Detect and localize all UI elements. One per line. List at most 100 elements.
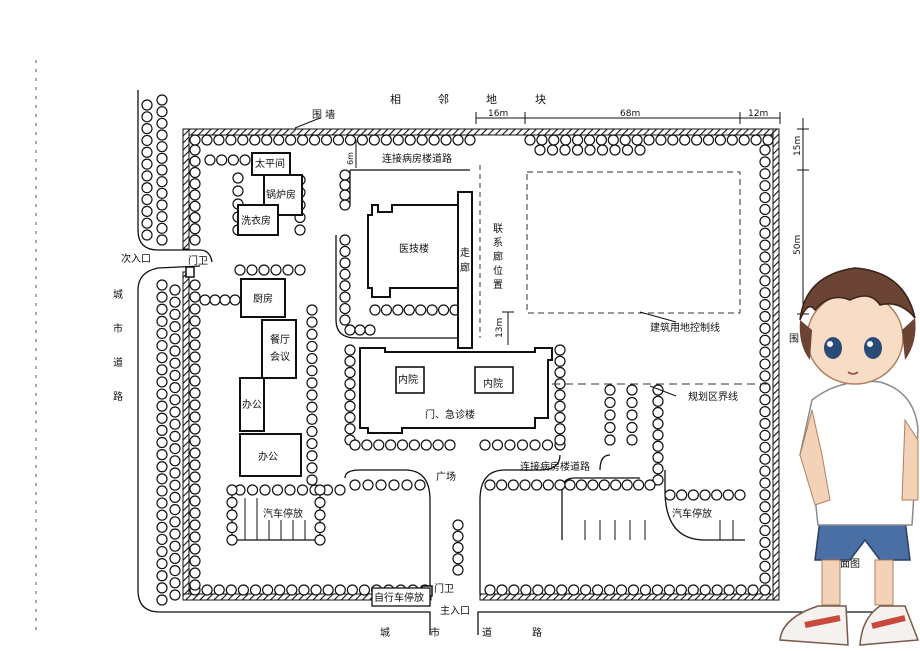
label-laundry: 洗衣房 bbox=[241, 214, 271, 227]
label-guard-main: 门卫 bbox=[434, 582, 454, 595]
tree bbox=[702, 134, 715, 146]
tree bbox=[156, 376, 168, 388]
tree bbox=[354, 324, 366, 336]
tree bbox=[380, 134, 392, 146]
tree bbox=[626, 421, 638, 434]
tree bbox=[554, 479, 566, 491]
tree bbox=[554, 389, 566, 401]
tree bbox=[548, 134, 560, 146]
tree bbox=[362, 479, 374, 491]
tree bbox=[169, 345, 181, 357]
courtyard-right bbox=[474, 366, 514, 394]
tree bbox=[652, 406, 664, 419]
tree bbox=[156, 164, 168, 176]
tree bbox=[314, 521, 326, 534]
tree bbox=[249, 134, 261, 146]
tree bbox=[141, 111, 153, 123]
tree bbox=[687, 489, 699, 501]
svg-text:道: 道 bbox=[482, 626, 492, 639]
boundary-wall-label: 围 墙 bbox=[312, 108, 335, 121]
tree bbox=[759, 501, 771, 513]
label-boiler: 锅炉房 bbox=[266, 188, 296, 201]
tree bbox=[639, 584, 652, 596]
tree bbox=[219, 294, 231, 306]
tree bbox=[169, 528, 181, 540]
tree bbox=[484, 584, 496, 596]
tree bbox=[156, 106, 168, 118]
tree bbox=[759, 489, 771, 501]
tree bbox=[262, 584, 274, 596]
tree bbox=[306, 413, 318, 425]
tree bbox=[396, 439, 409, 451]
tree bbox=[169, 455, 181, 467]
tree bbox=[339, 245, 351, 258]
tree bbox=[189, 351, 201, 363]
label-plaza: 广场 bbox=[436, 470, 456, 483]
tree bbox=[652, 440, 664, 452]
tree bbox=[626, 409, 638, 421]
tree bbox=[759, 513, 771, 525]
tree bbox=[169, 382, 181, 394]
tree bbox=[169, 296, 181, 308]
tree bbox=[141, 158, 153, 170]
tree bbox=[358, 584, 371, 596]
tree bbox=[392, 134, 404, 146]
tree bbox=[156, 497, 168, 509]
tree bbox=[632, 479, 645, 491]
tree bbox=[332, 134, 345, 146]
building-kitchen bbox=[240, 278, 286, 318]
neighbor-char-2: 邻 bbox=[438, 93, 449, 106]
tree bbox=[156, 211, 168, 223]
tree bbox=[634, 144, 646, 156]
tree bbox=[237, 584, 250, 596]
tree bbox=[690, 134, 703, 146]
tree bbox=[297, 134, 309, 146]
tree bbox=[496, 479, 508, 491]
tree bbox=[388, 479, 400, 491]
tree bbox=[440, 134, 452, 146]
tree bbox=[437, 304, 450, 316]
tree bbox=[759, 548, 771, 560]
label-partial-mian: 面图 bbox=[840, 558, 860, 570]
cartoon-boy-illustration bbox=[779, 267, 920, 646]
tree bbox=[209, 294, 221, 306]
tree bbox=[759, 180, 771, 192]
tree bbox=[339, 199, 351, 211]
tree bbox=[344, 134, 357, 146]
tree bbox=[156, 352, 168, 364]
tree bbox=[156, 152, 168, 164]
tree bbox=[189, 279, 201, 291]
tree bbox=[364, 324, 376, 336]
tree bbox=[141, 134, 153, 147]
tree bbox=[156, 315, 168, 327]
tree bbox=[643, 134, 655, 146]
tree bbox=[759, 310, 771, 323]
tree bbox=[306, 340, 318, 353]
tree bbox=[169, 540, 181, 552]
tree bbox=[169, 516, 181, 528]
label-outpatient: 门、急诊楼 bbox=[425, 408, 475, 421]
tree bbox=[156, 545, 168, 558]
tree bbox=[554, 344, 566, 356]
tree bbox=[306, 316, 318, 328]
tree bbox=[652, 395, 664, 407]
tree bbox=[520, 584, 532, 596]
tree bbox=[189, 134, 201, 146]
tree bbox=[286, 584, 298, 596]
tree bbox=[334, 484, 346, 496]
tree bbox=[306, 401, 318, 413]
tree bbox=[554, 355, 566, 367]
tree bbox=[226, 534, 238, 546]
label-parking-right: 汽车停放 bbox=[672, 507, 712, 520]
tree bbox=[189, 339, 201, 351]
tree bbox=[346, 584, 358, 596]
tree bbox=[216, 154, 228, 166]
label-medtech: 医技楼 bbox=[399, 242, 429, 255]
tree bbox=[408, 439, 420, 451]
dim-16m: 16m bbox=[488, 109, 508, 119]
tree bbox=[524, 134, 536, 146]
tree bbox=[583, 134, 596, 146]
label-office-small: 办公 bbox=[242, 398, 262, 411]
city-road-bottom-label: 城 市 道 路 bbox=[380, 626, 542, 639]
tree bbox=[156, 582, 168, 594]
